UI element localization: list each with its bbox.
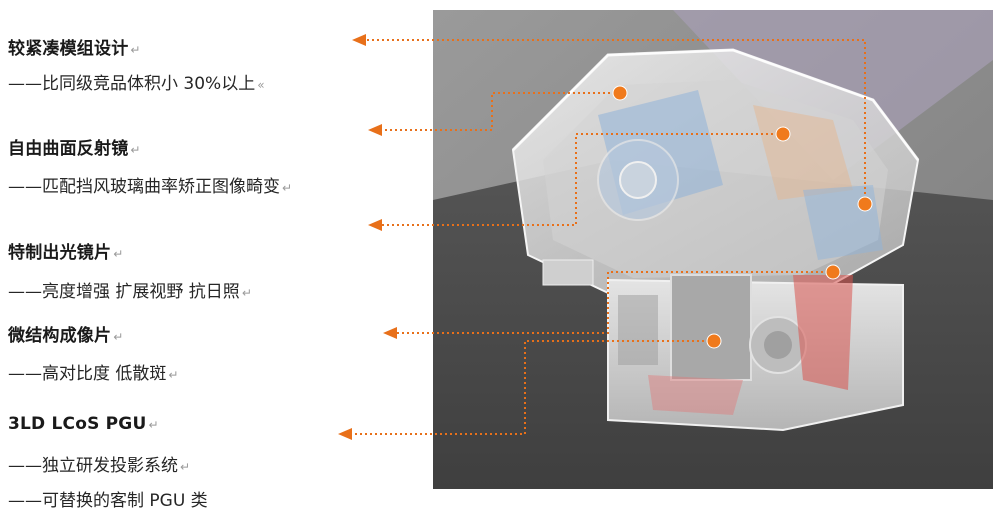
feature-4-detail: ——高对比度 低散斑↵	[8, 364, 179, 384]
feature-2-title: 自由曲面反射镜↵	[8, 139, 141, 159]
arrow-left-icon	[338, 428, 352, 440]
heat-sink	[618, 295, 658, 365]
feature-1-detail: ——比同级竞品体积小 30%以上«	[8, 74, 265, 94]
mount-tab	[542, 259, 594, 286]
arrow-left-icon	[383, 327, 397, 339]
arrow-left-icon	[368, 124, 382, 136]
imaging-sheet	[670, 274, 752, 381]
feature-3-detail: ——亮度增强 扩展视野 抗日照↵	[8, 282, 252, 302]
feature-5-detail-2: ——可替换的客制 PGU 类	[8, 491, 208, 511]
feature-1-title: 较紧凑模组设计↵	[8, 39, 141, 59]
arrow-left-icon	[368, 219, 382, 231]
feature-2-detail: ——匹配挡风玻璃曲率矫正图像畸变↵	[8, 177, 293, 197]
feature-5-detail-1: ——独立研发投影系统↵	[8, 456, 191, 476]
feature-3-title: 特制出光镜片↵	[8, 243, 124, 263]
feature-5-title: 3LD LCoS PGU↵	[8, 414, 159, 434]
hud-module-render	[433, 10, 993, 489]
light-path-red-lower	[648, 375, 743, 415]
feature-4-title: 微结构成像片↵	[8, 326, 124, 346]
arrow-left-icon	[352, 34, 366, 46]
